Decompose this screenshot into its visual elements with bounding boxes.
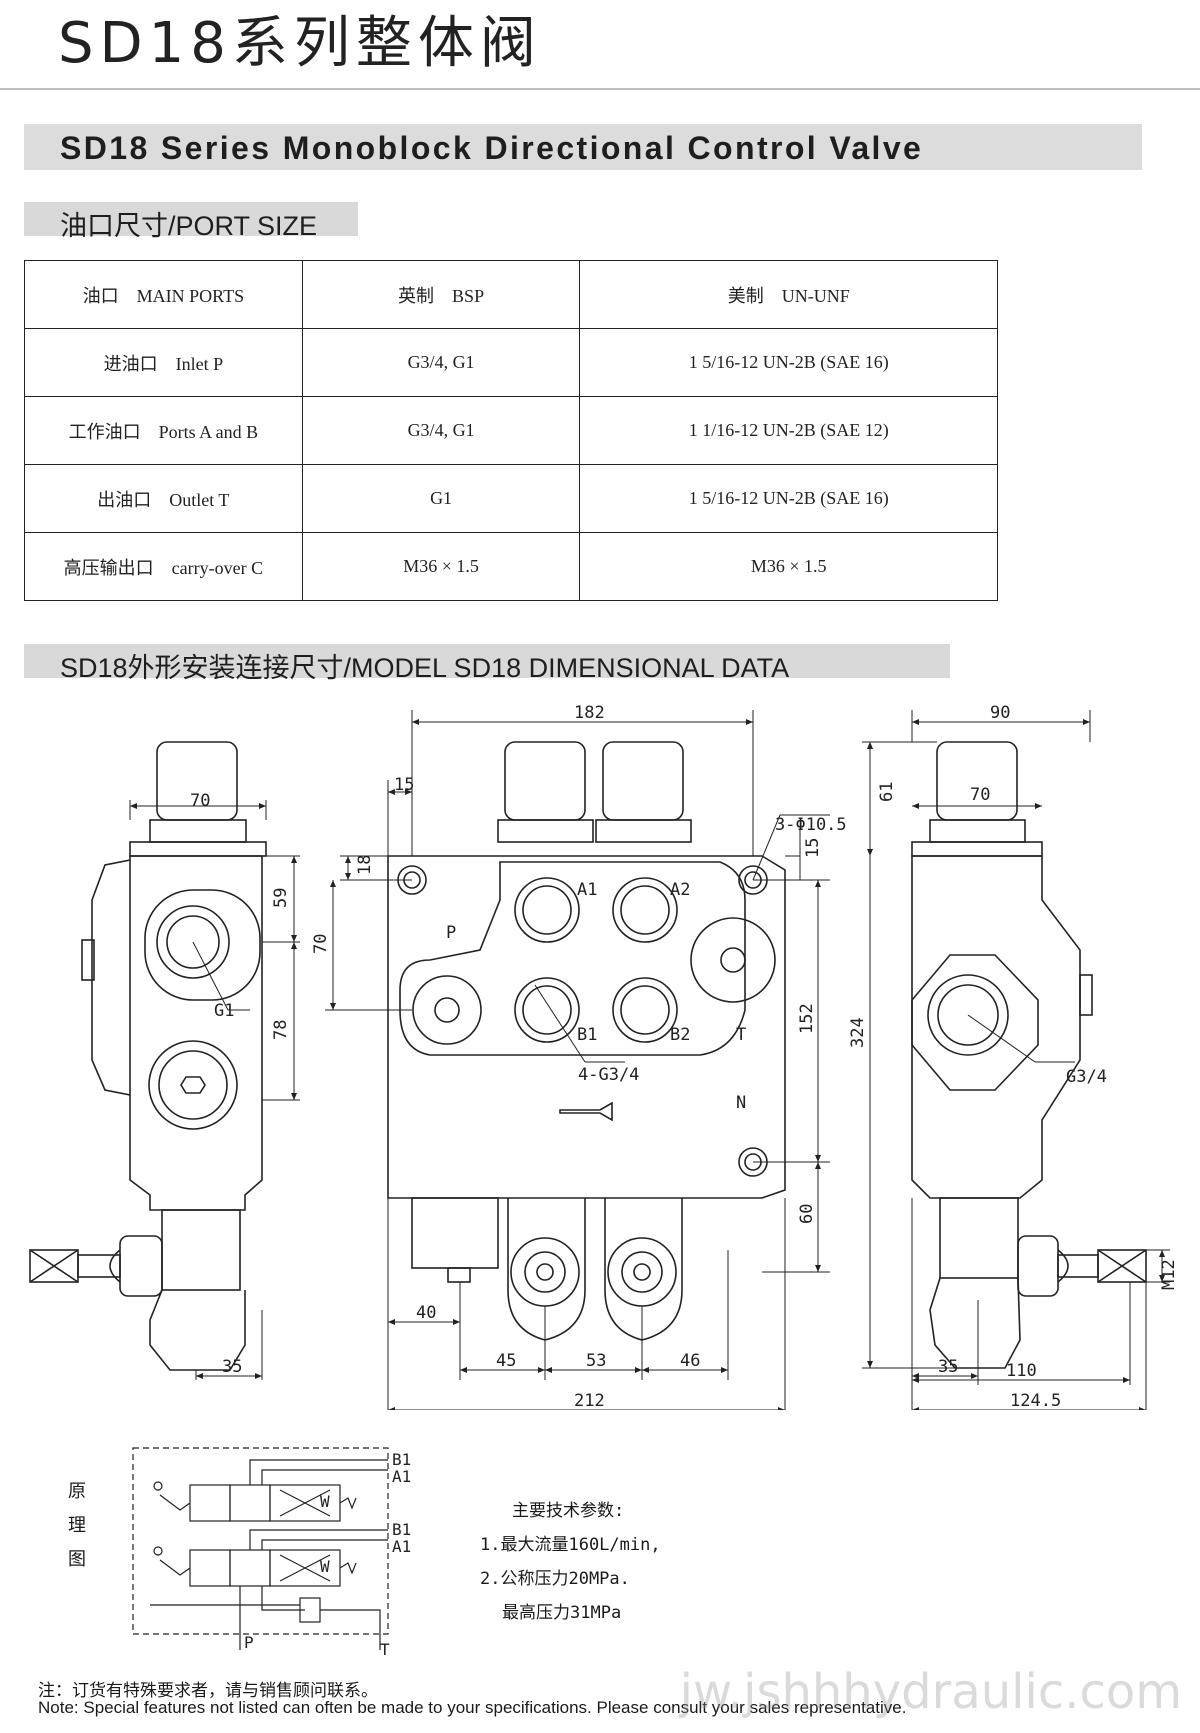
note-english: Note: Special features not listed can of… bbox=[38, 1698, 907, 1717]
table-cell: M36 × 1.5 bbox=[579, 532, 998, 601]
port-label-p: P bbox=[446, 923, 456, 943]
schematic-label-w-top: W bbox=[320, 1492, 330, 1511]
left-side-view bbox=[29, 741, 267, 1371]
dim-front-18: 18 bbox=[355, 855, 375, 875]
dimensional-heading-text: SD18外形安装连接尺寸/MODEL SD18 DIMENSIONAL DATA bbox=[60, 653, 790, 683]
port-label-a2: A2 bbox=[670, 880, 690, 900]
port-size-table: 油口 MAIN PORTS 英制 BSP 美制 UN-UNF 进油口 Inlet… bbox=[24, 260, 998, 601]
table-cell: 出油口 Outlet T bbox=[24, 464, 303, 533]
schematic-label-w-bottom: W bbox=[320, 1557, 330, 1576]
spec-item: 2.公称压力20MPa. bbox=[480, 1569, 630, 1589]
dim-front-40: 40 bbox=[416, 1303, 436, 1323]
right-side-view bbox=[911, 741, 1147, 1369]
header-cell-bsp: 英制 BSP bbox=[301, 260, 581, 329]
dim-right-110: 110 bbox=[1006, 1361, 1037, 1381]
dimensional-heading: SD18外形安装连接尺寸/MODEL SD18 DIMENSIONAL DATA bbox=[24, 644, 950, 683]
dim-front-182: 182 bbox=[574, 703, 605, 723]
watermark: jw.jshhhydraulic.com bbox=[679, 1664, 1182, 1720]
schematic-title: 原 理 图 bbox=[68, 1474, 88, 1576]
table-cell: G3/4, G1 bbox=[301, 328, 581, 397]
series-banner: SD18 Series Monoblock Directional Contro… bbox=[24, 124, 1142, 170]
schematic-label-a1-top: A1 bbox=[392, 1467, 411, 1486]
port-label-b2: B2 bbox=[670, 1025, 690, 1045]
table-cell: 高压输出口 carry-over C bbox=[24, 532, 303, 601]
dim-right-m12: M12 bbox=[1159, 1259, 1179, 1290]
table-cell: M36 × 1.5 bbox=[301, 532, 581, 601]
port-size-heading: 油口尺寸/PORT SIZE bbox=[24, 202, 358, 241]
table-cell: 1 5/16-12 UN-2B (SAE 16) bbox=[579, 464, 998, 533]
dim-left-35: 35 bbox=[222, 1357, 242, 1377]
table-cell: 1 5/16-12 UN-2B (SAE 16) bbox=[579, 328, 998, 397]
dim-front-152: 152 bbox=[797, 1003, 817, 1034]
dim-right-35: 35 bbox=[938, 1357, 958, 1377]
front-view-dim-lines bbox=[325, 710, 830, 1410]
table-row: 进油口 Inlet P G3/4, G1 1 5/16-12 UN-2B (SA… bbox=[24, 328, 998, 397]
dim-right-124-5: 124.5 bbox=[1010, 1391, 1061, 1410]
label-right-g34: G3/4 bbox=[1066, 1067, 1107, 1087]
dim-front-324: 324 bbox=[848, 1017, 868, 1048]
label-front-threads: 4-G3/4 bbox=[578, 1065, 639, 1085]
label-left-g1: G1 bbox=[214, 1001, 234, 1021]
dim-front-212: 212 bbox=[574, 1391, 605, 1410]
table-cell: 工作油口 Ports A and B bbox=[24, 396, 303, 465]
table-cell: 进油口 Inlet P bbox=[24, 328, 303, 397]
dim-front-15: 15 bbox=[394, 775, 414, 795]
dim-right-61: 61 bbox=[877, 782, 897, 802]
table-row: 高压输出口 carry-over C M36 × 1.5 M36 × 1.5 bbox=[24, 532, 998, 601]
series-banner-text: SD18 Series Monoblock Directional Contro… bbox=[60, 130, 924, 166]
note-chinese: 注：订货有特殊要求者，请与销售顾问联系。 bbox=[38, 1681, 378, 1700]
dim-left-59: 59 bbox=[271, 888, 291, 908]
right-view-dim-lines bbox=[862, 710, 1170, 1410]
front-view bbox=[387, 741, 786, 1341]
schematic-label-b1-bottom: B1 bbox=[392, 1520, 411, 1539]
spec-heading: 主要技术参数: bbox=[512, 1501, 625, 1521]
dim-left-70: 70 bbox=[190, 791, 210, 811]
dim-front-46: 46 bbox=[680, 1351, 700, 1371]
hydraulic-schematic: B1 A1 B1 A1 W W P T bbox=[132, 1447, 411, 1659]
table-row: 出油口 Outlet T G1 1 5/16-12 UN-2B (SAE 16) bbox=[24, 464, 998, 533]
left-view-dim-lines bbox=[129, 800, 300, 1380]
dim-front-53: 53 bbox=[586, 1351, 606, 1371]
dim-front-45: 45 bbox=[496, 1351, 516, 1371]
schematic-label-p: P bbox=[244, 1633, 254, 1652]
table-cell: G3/4, G1 bbox=[301, 396, 581, 465]
dimensional-drawing: 70 59 78 35 G1 182 15 18 70 152 324 60 4… bbox=[29, 703, 1179, 1410]
dim-front-70: 70 bbox=[311, 934, 331, 954]
dimension-labels: 70 59 78 35 G1 182 15 18 70 152 324 60 4… bbox=[190, 703, 1179, 1410]
port-label-a1: A1 bbox=[577, 880, 597, 900]
dim-right-70: 70 bbox=[970, 785, 990, 805]
table-row: 工作油口 Ports A and B G3/4, G1 1 1/16-12 UN… bbox=[24, 396, 998, 465]
table-cell: 1 1/16-12 UN-2B (SAE 12) bbox=[579, 396, 998, 465]
port-label-t: T bbox=[736, 1025, 746, 1045]
label-front-holes: 3-Φ10.5 bbox=[775, 815, 847, 835]
schematic-label-a1-bottom: A1 bbox=[392, 1537, 411, 1556]
page-title: SD18系列整体阀 bbox=[58, 11, 542, 76]
dim-front-15-right: 15 bbox=[803, 838, 823, 858]
port-label-n: N bbox=[736, 1093, 746, 1113]
title-divider bbox=[0, 88, 1200, 90]
table-cell: G1 bbox=[301, 464, 581, 533]
spec-item: 1.最大流量160L/min, bbox=[480, 1535, 661, 1555]
header-cell-ports: 油口 MAIN PORTS bbox=[24, 260, 303, 329]
dim-left-78: 78 bbox=[271, 1020, 291, 1040]
table-header-row: 油口 MAIN PORTS 英制 BSP 美制 UN-UNF bbox=[24, 260, 998, 329]
schematic-label-b1-top: B1 bbox=[392, 1450, 411, 1469]
schematic-title-char: 图 bbox=[68, 1549, 86, 1569]
port-size-heading-text: 油口尺寸/PORT SIZE bbox=[60, 211, 318, 241]
schematic-title-char: 原 bbox=[68, 1481, 86, 1501]
schematic-title-char: 理 bbox=[68, 1515, 86, 1535]
port-label-b1: B1 bbox=[577, 1025, 597, 1045]
header-cell-unf: 美制 UN-UNF bbox=[579, 260, 998, 329]
schematic-label-t: T bbox=[380, 1640, 390, 1659]
dim-front-60: 60 bbox=[797, 1204, 817, 1224]
spec-item: 最高压力31MPa bbox=[502, 1603, 622, 1623]
dim-right-90: 90 bbox=[990, 703, 1010, 723]
